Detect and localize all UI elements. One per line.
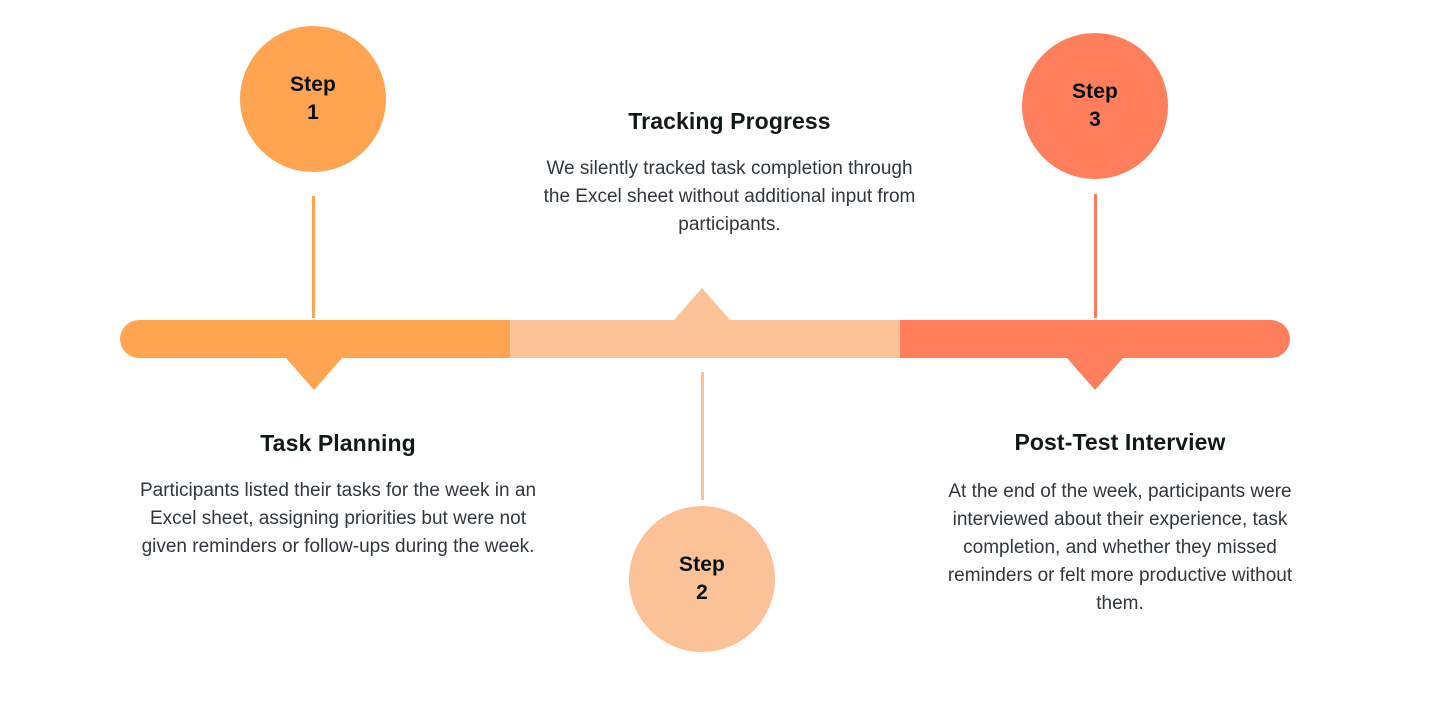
- step-badge-3[interactable]: Step 3: [1022, 33, 1168, 179]
- connector-stem-step-3: [1094, 194, 1097, 318]
- step-body-3: At the end of the week, participants wer…: [947, 481, 1293, 615]
- step-badge-1[interactable]: Step 1: [240, 26, 386, 172]
- step-text-block-1: Task Planning Participants listed their …: [126, 430, 550, 561]
- step-badge-2-label: Step: [679, 553, 725, 577]
- step-badge-1-number: 1: [307, 101, 319, 124]
- timeline-bar: [120, 288, 1290, 390]
- step-badge-3-number: 3: [1089, 108, 1101, 131]
- pointer-down-step-1: [286, 358, 342, 390]
- step-badge-3-label: Step: [1072, 80, 1118, 104]
- step-title-2: Tracking Progress: [628, 108, 831, 134]
- step-body-1: Participants listed their tasks for the …: [139, 480, 537, 558]
- step-title-3: Post-Test Interview: [1014, 429, 1226, 455]
- step-body-2: We silently tracked task completion thro…: [543, 158, 916, 236]
- step-badge-1-label: Step: [290, 73, 336, 97]
- pointer-down-step-3: [1067, 358, 1123, 390]
- step-title-1: Task Planning: [260, 430, 416, 456]
- step-badge-2[interactable]: Step 2: [629, 506, 775, 652]
- timeline-segment-2: [510, 320, 900, 358]
- connector-stem-step-2: [701, 372, 704, 500]
- step-text-block-2: Tracking Progress We silently tracked ta…: [538, 108, 921, 239]
- timeline-segment-1: [120, 320, 510, 358]
- step-badge-2-number: 2: [696, 581, 708, 604]
- timeline-segment-3: [900, 320, 1290, 358]
- step-text-block-3: Post-Test Interview At the end of the we…: [925, 429, 1315, 619]
- pointer-up-step-2: [674, 288, 730, 320]
- connector-stem-step-1: [312, 196, 315, 318]
